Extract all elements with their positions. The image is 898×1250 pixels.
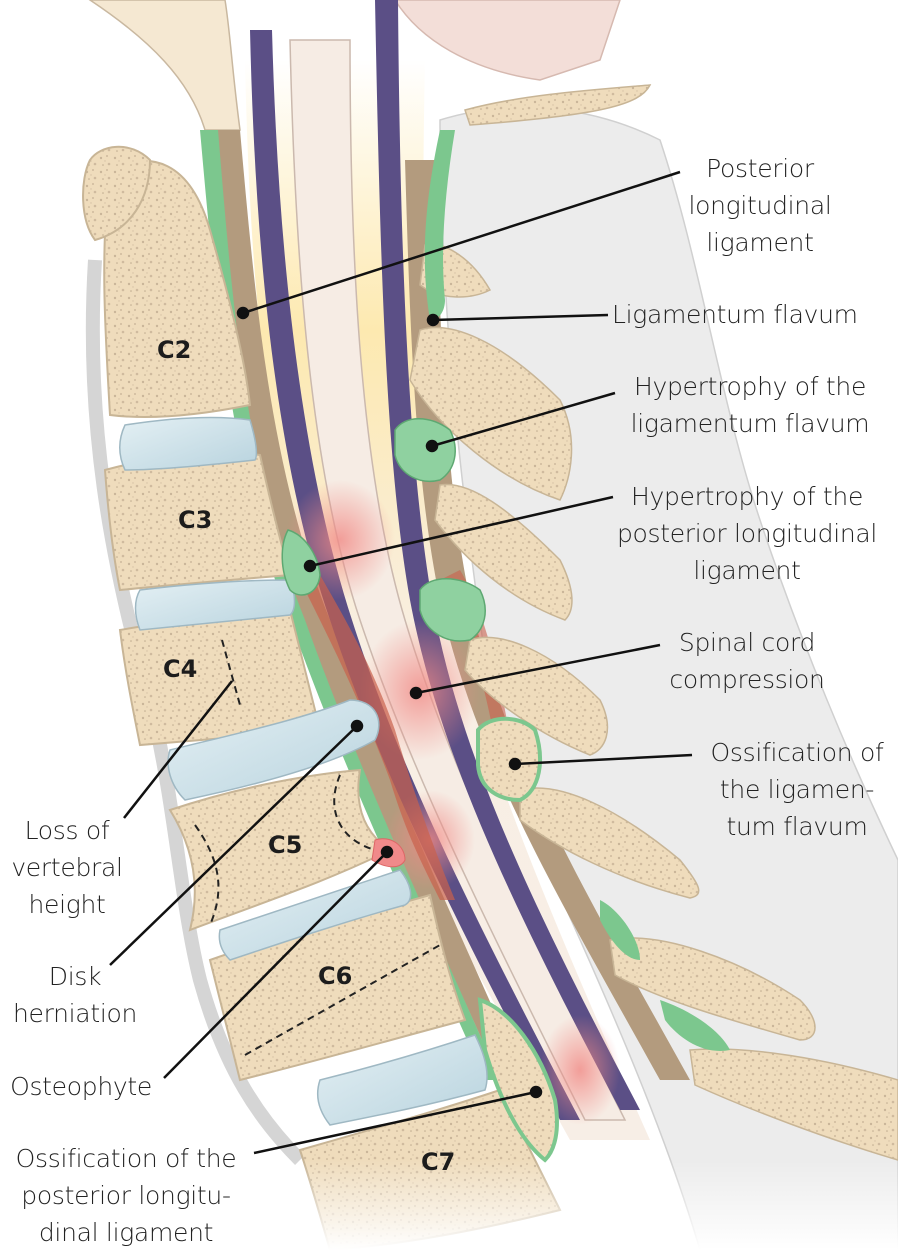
leader-ligamentum-flavum xyxy=(432,313,609,322)
label-hypertrophy-ligamentum-flavum: Hypertrophy of the ligamentum flavum xyxy=(612,368,888,442)
vertebra-label-c3: C3 xyxy=(178,506,212,534)
label-line: Osteophyte xyxy=(10,1072,152,1101)
label-line: vertebral xyxy=(11,853,123,882)
label-line: ligament xyxy=(693,556,801,585)
compression-dark-band xyxy=(300,575,455,900)
hypertrophied-ligamentum-flavum-c4 xyxy=(419,578,486,642)
label-loss-of-vertebral-height: Loss of vertebral height xyxy=(4,812,130,923)
label-line: Posterior xyxy=(706,154,814,183)
vertebra-c2 xyxy=(103,159,252,418)
leader-hyp-pll xyxy=(309,495,614,568)
label-line: dinal ligament xyxy=(38,1218,214,1247)
lamina-c7 xyxy=(609,937,816,1041)
leader-lines xyxy=(109,170,693,1155)
label-line: Ossification of the xyxy=(15,1144,237,1173)
label-line: longitudinal xyxy=(688,191,832,220)
label-line: ligamentum flavum xyxy=(630,409,870,438)
label-line: compression xyxy=(669,665,825,694)
label-line: Ligamentum flavum xyxy=(612,300,858,329)
anterior-ligament xyxy=(85,259,305,1165)
ossified-ligamentum-flavum xyxy=(476,716,542,803)
vertebra-label-c6: C6 xyxy=(318,962,352,990)
c5-anterior-marker xyxy=(194,824,220,926)
leader-osteophyte xyxy=(163,851,388,1079)
leader-pll xyxy=(242,170,681,315)
leader-disk-herniation xyxy=(109,725,358,966)
ligamentum-flavum xyxy=(424,130,455,320)
lamina-t1 xyxy=(689,1048,898,1161)
label-line: the ligamen- xyxy=(719,775,875,804)
ossified-pll xyxy=(477,997,559,1163)
label-osteophyte: Osteophyte xyxy=(0,1068,162,1105)
label-disk-herniation: Disk herniation xyxy=(0,958,150,1032)
c6-height-marker xyxy=(244,944,441,1056)
label-spinal-cord-compression: Spinal cord compression xyxy=(652,624,842,698)
hypertrophied-ligamentum-flavum-c3 xyxy=(394,418,456,482)
label-hypertrophy-pll: Hypertrophy of the posterior longitudina… xyxy=(596,478,898,589)
cerebellum xyxy=(394,0,621,81)
intervertebral-discs xyxy=(119,416,488,1126)
disc-c5-c6 xyxy=(218,869,412,961)
disc-c4-c5-herniated xyxy=(167,699,380,801)
label-line: ligament xyxy=(706,228,814,257)
label-line: Loss of xyxy=(24,816,110,845)
lamina-c5 xyxy=(464,636,609,756)
vertebra-label-c4: C4 xyxy=(163,655,197,683)
label-ossification-ligamentum-flavum: Ossification of the ligamen- tum flavum xyxy=(696,734,898,845)
label-line: height xyxy=(28,890,106,919)
label-line: Hypertrophy of the xyxy=(630,482,864,511)
label-line: tum flavum xyxy=(726,812,868,841)
vertebra-label-c2: C2 xyxy=(157,336,191,364)
label-line: Spinal cord xyxy=(678,628,816,657)
dens-tip xyxy=(82,145,152,242)
label-posterior-longitudinal-ligament: Posterior longitudinal ligament xyxy=(670,150,850,261)
dura-anterior xyxy=(215,130,525,1080)
ligamentum-flavum-lower xyxy=(600,900,640,960)
lamina-c1 xyxy=(464,84,652,126)
compression-zone-c7 xyxy=(540,1015,620,1125)
vertebra-label-c5: C5 xyxy=(268,831,302,859)
label-line: posterior longitu- xyxy=(21,1181,231,1210)
leader-oss-lf xyxy=(514,753,693,766)
label-line: herniation xyxy=(12,999,138,1028)
label-line: posterior longitudinal xyxy=(616,519,878,548)
vertebra-label-c7: C7 xyxy=(421,1148,455,1176)
label-line: Ossification of xyxy=(710,738,884,767)
leader-loss-height xyxy=(123,680,233,819)
label-line: Hypertrophy of the xyxy=(633,372,867,401)
hypertrophied-pll xyxy=(281,529,321,596)
label-line: Disk xyxy=(48,962,102,991)
laminae xyxy=(409,84,898,1161)
label-ligamentum-flavum: Ligamentum flavum xyxy=(612,296,888,333)
leader-hyp-lf xyxy=(431,391,616,448)
ligamentum-flavum-t1 xyxy=(660,1000,730,1051)
lamina-c4 xyxy=(434,483,573,621)
occiput xyxy=(88,0,241,131)
leader-oss-pll xyxy=(253,1090,537,1155)
leader-cord-compression xyxy=(415,643,661,695)
lamina-c6 xyxy=(519,787,700,899)
label-ossification-pll: Ossification of the posterior longitu- d… xyxy=(0,1140,252,1250)
disc-c2-c3 xyxy=(119,416,258,471)
disc-c6-c7 xyxy=(317,1034,488,1126)
c5-posterior-marker xyxy=(333,774,376,851)
disc-c3-c4 xyxy=(134,579,296,631)
lamina-c3 xyxy=(409,326,573,501)
